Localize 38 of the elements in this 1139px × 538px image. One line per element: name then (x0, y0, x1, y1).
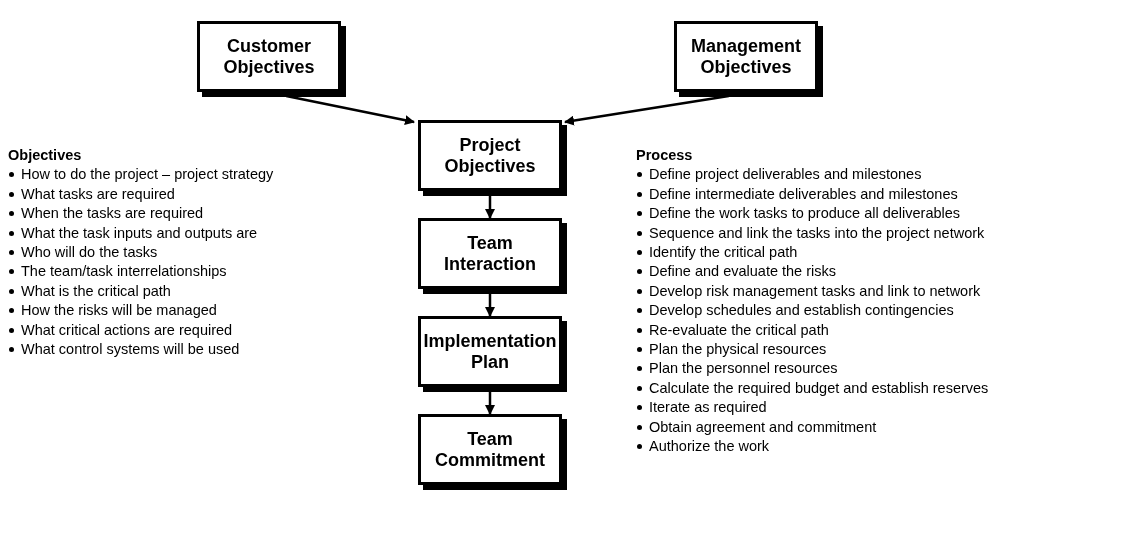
list-item: Who will do the tasks (8, 243, 158, 263)
list-item: Plan the personnel resources (636, 359, 838, 379)
box-label: Team Commitment (434, 428, 546, 471)
list-item: Define intermediate deliverables and milestones (636, 184, 958, 205)
box-label: Implementation Plan (422, 330, 558, 373)
list-item: How to do the project – project strategy (8, 165, 274, 185)
list-item: Develop risk management tasks and link to network (636, 281, 981, 302)
list-item: What is the critical path (8, 281, 171, 302)
list-item: What the task inputs and outputs are (8, 223, 258, 244)
list-item: Calculate the required budget and establish reserves (636, 378, 989, 399)
arrow (564, 94, 729, 126)
list-item: What control systems will be used (8, 340, 240, 360)
list-heading: Objectives (8, 146, 82, 165)
box-label: Project Objectives (443, 134, 537, 177)
box-label: Management Objectives (690, 35, 802, 78)
arrow (286, 94, 415, 126)
arrow (485, 294, 495, 317)
box-label: Team Interaction (443, 232, 537, 275)
list-item: Obtain agreement and commitment (636, 417, 877, 438)
list-item: Sequence and link the tasks into the project network (636, 223, 985, 244)
arrow (485, 196, 495, 219)
list-item: When the tasks are required (8, 204, 204, 224)
list-item: Iterate as required (636, 398, 767, 418)
list-heading: Process (636, 146, 693, 165)
list-item: Define project deliverables and milestones (636, 165, 922, 185)
list-item: Authorize the work (636, 437, 770, 457)
arrow (485, 392, 495, 415)
list-item: The team/task interrelationships (8, 262, 227, 282)
list-item: Identify the critical path (636, 243, 798, 263)
list-item: How the risks will be managed (8, 301, 217, 321)
list-item: Plan the physical resources (636, 340, 827, 360)
list-item: What tasks are required (8, 184, 175, 205)
list-item: Define the work tasks to produce all deliverables (636, 204, 961, 224)
list-item: What critical actions are required (8, 320, 233, 341)
list-item: Define and evaluate the risks (636, 262, 836, 282)
list-item: Re-evaluate the critical path (636, 320, 829, 341)
box-label: Customer Objectives (222, 35, 316, 78)
list-item: Develop schedules and establish contingencies (636, 301, 954, 321)
